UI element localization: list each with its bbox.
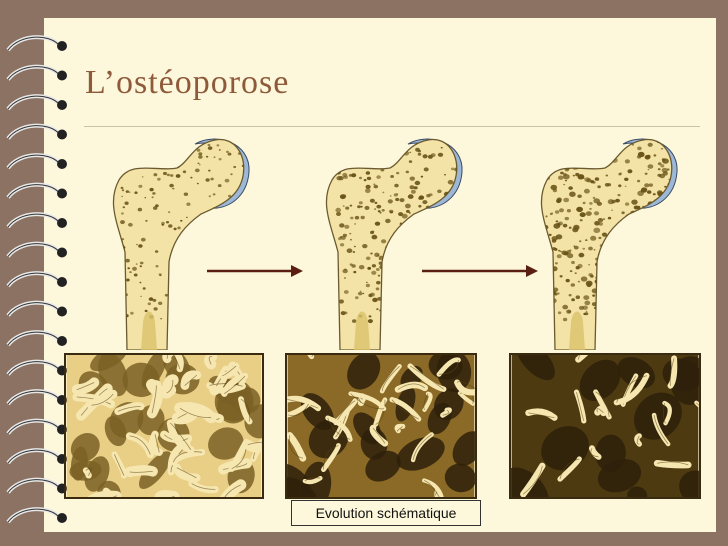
binding-ring xyxy=(6,271,67,288)
binding-ring xyxy=(6,153,67,170)
binding-ring xyxy=(6,448,67,465)
femur-intermediate xyxy=(325,138,463,350)
binding-ring xyxy=(6,64,67,81)
binding-ring xyxy=(6,507,67,524)
binding-ring xyxy=(6,359,67,376)
binding-ring xyxy=(6,212,67,229)
figure-caption: Evolution schématique xyxy=(291,500,481,526)
binding-ring xyxy=(6,418,67,435)
binding-ring xyxy=(6,182,67,199)
binding-ring xyxy=(6,94,67,111)
femur-osteoporotic xyxy=(540,138,678,350)
binding-ring xyxy=(6,35,67,52)
title-divider xyxy=(84,126,700,127)
arrow-right-icon xyxy=(207,265,303,277)
binding-ring xyxy=(6,300,67,317)
binding-ring xyxy=(6,241,67,258)
binding-ring xyxy=(6,123,67,140)
spiral-binding xyxy=(6,35,67,524)
binding-ring xyxy=(6,477,67,494)
femur-normal xyxy=(112,138,250,350)
trabecular-tissue-intermediate xyxy=(285,353,477,499)
arrow-right-icon xyxy=(422,265,538,277)
binding-ring xyxy=(6,389,67,406)
trabecular-tissue-osteoporotic xyxy=(509,353,701,499)
binding-ring xyxy=(6,330,67,347)
slide-title: L’ostéoporose xyxy=(85,64,290,101)
trabecular-tissue-normal xyxy=(64,353,264,499)
